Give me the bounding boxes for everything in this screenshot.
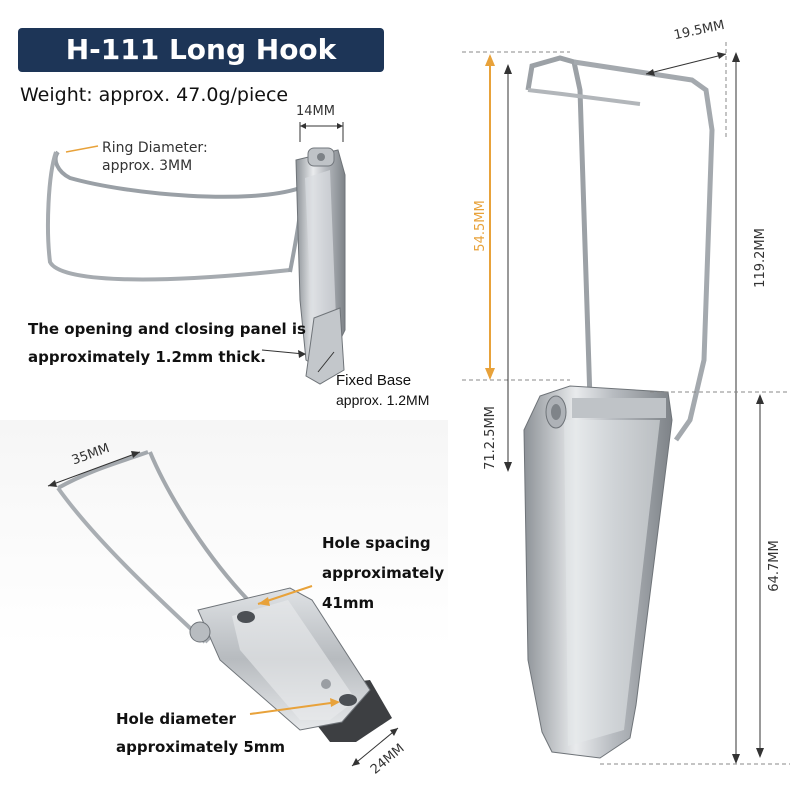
dim-71-25-label: 71.2.5MM	[483, 406, 498, 470]
weight-label: Weight: approx. 47.0g/piece	[20, 84, 289, 106]
fixed-base-value: approx. 1.2MM	[336, 392, 430, 408]
hole-diameter-line2: approximately 5mm	[116, 738, 286, 756]
latch-front-view	[523, 55, 715, 759]
fixed-base-label: Fixed Base	[336, 372, 412, 389]
hole-spacing-line2: approximately	[322, 564, 445, 582]
ring-diameter-value: approx. 3MM	[102, 158, 193, 174]
panel-thickness-note-line2: approximately 1.2mm thick.	[28, 348, 266, 366]
hole-spacing-line3: 41mm	[322, 594, 375, 612]
dim-24-label: 24MM	[368, 741, 408, 778]
right-annotations	[462, 42, 790, 765]
panel-thickness-note-line1: The opening and closing panel is	[28, 320, 306, 338]
bottom-left-annotations	[47, 451, 399, 767]
dim-14-label: 14MM	[296, 104, 335, 119]
hole-diameter-line1: Hole diameter	[116, 710, 236, 728]
latch-top-view	[56, 450, 392, 742]
dim-64-7-label: 64.7MM	[767, 540, 782, 591]
product-title: H-111 Long Hook Latch	[18, 28, 384, 110]
ring-diameter-label: Ring Diameter:	[102, 140, 208, 156]
dim-19-5-label: 19.5MM	[673, 18, 726, 43]
hole-spacing-line1: Hole spacing	[322, 534, 431, 552]
dim-119-2-label: 119.2MM	[753, 228, 768, 288]
latch-side-view	[46, 147, 346, 385]
dim-54-5-label: 54.5MM	[473, 200, 488, 251]
top-left-annotations	[65, 122, 344, 373]
